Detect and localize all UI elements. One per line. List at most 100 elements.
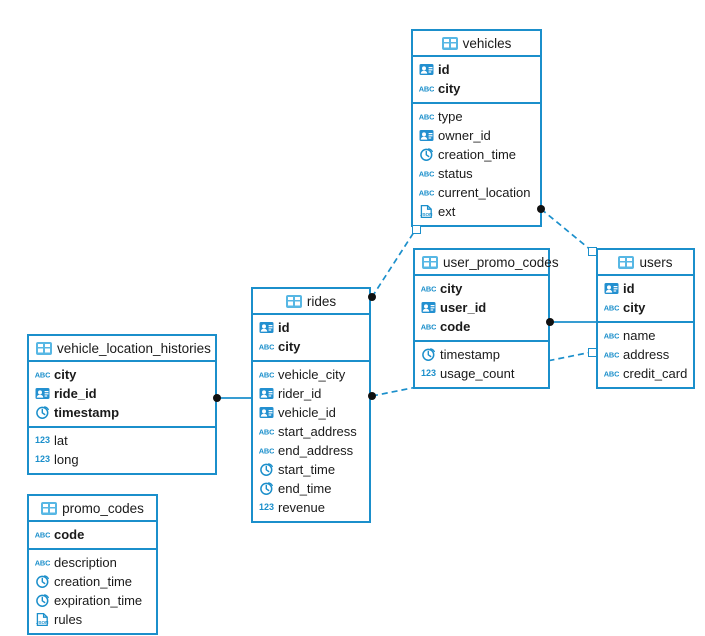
- entity-title-user_promo_codes[interactable]: user_promo_codes: [415, 250, 559, 276]
- id-card-icon: [35, 386, 50, 401]
- field-user_promo_codes-timestamp[interactable]: timestamp: [415, 345, 548, 364]
- svg-text:ABC: ABC: [259, 371, 274, 380]
- field-vehicle_location_histories-ride_id[interactable]: ride_id: [29, 384, 215, 403]
- entity-title-rides[interactable]: rides: [253, 289, 369, 315]
- field-rides-city[interactable]: ABC city: [253, 337, 369, 356]
- field-name: name: [623, 328, 656, 343]
- field-name: timestamp: [440, 347, 500, 362]
- clock-icon: [35, 405, 50, 420]
- abc-icon: ABC: [259, 443, 274, 458]
- field-rides-vehicle_city[interactable]: ABC vehicle_city: [253, 365, 369, 384]
- field-vehicles-id[interactable]: id: [413, 60, 540, 79]
- field-rides-rider_id[interactable]: rider_id: [253, 384, 369, 403]
- id-card-icon: [259, 386, 274, 401]
- entity-title-vehicles[interactable]: vehicles: [413, 31, 540, 57]
- entity-name: vehicles: [462, 36, 512, 51]
- entity-name: users: [639, 255, 673, 270]
- field-vehicles-creation_time[interactable]: creation_time: [413, 145, 540, 164]
- clock-icon: [35, 593, 50, 608]
- field-name: credit_card: [623, 366, 688, 381]
- svg-text:ABC: ABC: [419, 85, 434, 94]
- entity-title-vehicle_location_histories[interactable]: vehicle_location_histories: [29, 336, 215, 362]
- relationship-rel-rides-vehicles: [371, 228, 417, 298]
- field-vehicles-owner_id[interactable]: owner_id: [413, 126, 540, 145]
- field-name: rules: [54, 612, 83, 627]
- field-users-name[interactable]: ABC name: [598, 326, 693, 345]
- svg-text:ABC: ABC: [604, 304, 619, 313]
- entity-name: promo_codes: [62, 501, 144, 516]
- json-document-icon: JSON: [35, 612, 50, 627]
- field-user_promo_codes-user_id[interactable]: user_id: [415, 298, 548, 317]
- field-rides-id[interactable]: id: [253, 318, 369, 337]
- field-promo_codes-expiration_time[interactable]: expiration_time: [29, 591, 156, 610]
- svg-text:ABC: ABC: [259, 447, 274, 456]
- field-name: usage_count: [440, 366, 515, 381]
- entity-title-users[interactable]: users: [598, 250, 693, 276]
- field-name: end_address: [278, 443, 354, 458]
- entity-title-promo_codes[interactable]: promo_codes: [29, 496, 156, 522]
- table-icon: [441, 33, 458, 50]
- field-name: code: [440, 319, 471, 334]
- field-name: vehicle_id: [278, 405, 336, 420]
- field-name: id: [623, 281, 635, 296]
- field-promo_codes-creation_time[interactable]: creation_time: [29, 572, 156, 591]
- field-name: ext: [438, 204, 456, 219]
- field-rides-end_address[interactable]: ABC end_address: [253, 441, 369, 460]
- field-name: type: [438, 109, 463, 124]
- field-name: city: [440, 281, 463, 296]
- field-name: city: [278, 339, 301, 354]
- field-users-id[interactable]: id: [598, 279, 693, 298]
- entity-name: vehicle_location_histories: [57, 341, 211, 356]
- clock-icon: [421, 347, 436, 362]
- field-rides-end_time[interactable]: end_time: [253, 479, 369, 498]
- field-promo_codes-rules[interactable]: JSON rules: [29, 610, 156, 629]
- abc-icon: ABC: [259, 339, 274, 354]
- field-name: vehicle_city: [278, 367, 346, 382]
- field-rides-start_time[interactable]: start_time: [253, 460, 369, 479]
- field-rides-vehicle_id[interactable]: vehicle_id: [253, 403, 369, 422]
- field-vehicle_location_histories-timestamp[interactable]: timestamp: [29, 403, 215, 422]
- entity-name: rides: [306, 294, 337, 309]
- field-name: lat: [54, 433, 68, 448]
- abc-icon: ABC: [35, 527, 50, 542]
- field-name: start_address: [278, 424, 357, 439]
- svg-text:ABC: ABC: [419, 189, 434, 198]
- field-vehicles-ext[interactable]: JSON ext: [413, 202, 540, 221]
- abc-icon: ABC: [35, 555, 50, 570]
- relationship-endpoint-dot: [546, 318, 554, 326]
- field-name: address: [623, 347, 670, 362]
- relationship-endpoint-dot: [368, 293, 376, 301]
- field-name: id: [438, 62, 450, 77]
- id-card-icon: [419, 62, 434, 77]
- field-name: owner_id: [438, 128, 491, 143]
- json-document-icon: JSON: [419, 204, 434, 219]
- abc-icon: ABC: [604, 328, 619, 343]
